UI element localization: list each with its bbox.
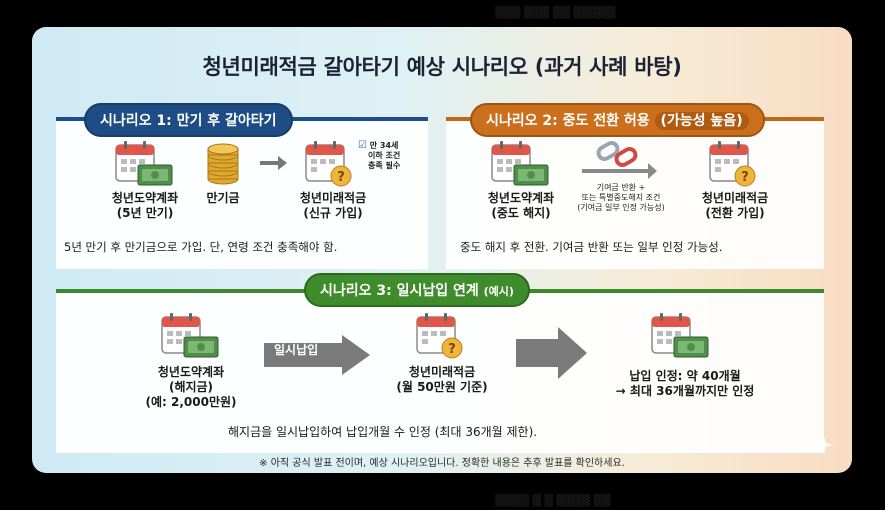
s3-item2-label: 청년미래적금 (월 50만원 기준) (386, 365, 498, 395)
s2-item2-line1: 청년미래적금 (701, 191, 769, 205)
scenario3-badge: 시나리오 3: 일시납입 연계 (예시) (304, 273, 530, 307)
scenario2-panel (446, 117, 824, 269)
s3-item2-line2: (월 50만원 기준) (396, 380, 488, 394)
s3-result-label: 납입 인정: 약 40개월 → 최대 36개월까지만 인정 (600, 369, 770, 399)
lump-sum-arrow-label: 일시납입 (274, 343, 319, 357)
s1-note-line2: 이하 조건 (368, 151, 401, 160)
big-arrow-right-icon (516, 327, 587, 379)
s2-item2-label: 청년미래적금 (전환 가입) (686, 191, 784, 221)
s1-item1-line2: (5년 만기) (116, 206, 174, 220)
checkbox-icon: ☑ (358, 140, 367, 151)
scenario1-badge: 시나리오 1: 만기 후 갈아타기 (84, 103, 293, 137)
calendar-money-icon (651, 313, 709, 358)
calendar-money-icon (161, 313, 219, 358)
s3-result-line1: 납입 인정: 약 40개월 (629, 369, 741, 383)
s2-middle-line2: 또는 특별중도해지 조건 (581, 193, 661, 202)
arrow-right-icon (264, 335, 370, 375)
coin-stack-icon (207, 143, 239, 185)
calendar-question-icon: ? (709, 141, 756, 187)
s3-item1-line2: (해지금) (168, 380, 214, 394)
calendar-money-icon (491, 141, 549, 186)
infographic-card: 청년미래적금 갈아타기 예상 시나리오 (과거 사례 바탕) 시나리오 1: 만… (32, 27, 852, 473)
s2-item1-label: 청년도약계좌 (중도 해지) (472, 191, 570, 221)
s1-item2-label: 만기금 (206, 191, 240, 205)
s1-sentence: 5년 만기 후 만기금으로 가입. 단, 연령 조건 충족해야 함. (64, 240, 338, 254)
s2-item1-line2: (중도 해지) (491, 206, 551, 220)
s1-item3-line1: 청년미래적금 (299, 191, 367, 205)
svg-text:?: ? (448, 342, 456, 357)
calendar-question-icon: ? (416, 313, 463, 359)
s1-condition-note: ☑ 만 34세 이하 조건 충족 필수 (358, 141, 400, 171)
s1-item1-label: 청년도약계좌 (5년 만기) (96, 191, 194, 221)
footnote: ※ 아직 공식 발표 전이며, 예상 시나리오입니다. 정확한 내용은 추후 발… (259, 458, 625, 469)
calendar-question-icon: ? (305, 141, 352, 187)
s2-middle-line1: 기여금 반환 + (596, 183, 646, 192)
s3-result-line2: → 최대 36개월까지만 인정 (615, 384, 755, 398)
s3-item1-line1: 청년도약계좌 (157, 365, 225, 379)
background-ghost-text-top: ▓▓▓ ▓▓▓ ▓▓ ▓▓▓▓▓ (495, 6, 616, 19)
scenario2-badge: 시나리오 2: 중도 전환 허용 (가능성 높음) (470, 103, 765, 137)
sparkle-icon (814, 435, 834, 455)
s1-item3-label: 청년미래적금 (신규 가입) (284, 191, 382, 221)
scenario3-badge-small: (예시) (483, 285, 514, 298)
s2-middle-line3: (기여금 일부 인정 가능성) (577, 203, 665, 212)
s1-item3-line2: (신규 가입) (303, 206, 363, 220)
s2-item1-line1: 청년도약계좌 (487, 191, 555, 205)
background-ghost-text-bottom: ▓▓▓▓ ▓ ▓ ▓▓▓▓ ▓▓ (495, 494, 611, 507)
s2-sentence: 중도 해지 후 전환. 기여금 반환 또는 일부 인정 가능성. (460, 240, 723, 254)
s1-note-line1: 만 34세 (369, 141, 399, 150)
svg-text:?: ? (741, 170, 749, 185)
s1-item1-line1: 청년도약계좌 (111, 191, 179, 205)
broken-chain-icon (582, 141, 657, 179)
page-title: 청년미래적금 갈아타기 예상 시나리오 (과거 사례 바탕) (202, 55, 682, 79)
s3-item1-label: 청년도약계좌 (해지금) (예: 2,000만원) (132, 365, 250, 410)
scenario3-badge-main: 시나리오 3: 일시납입 연계 (320, 283, 479, 299)
s3-item2-line1: 청년미래적금 (408, 365, 476, 379)
svg-text:?: ? (337, 170, 345, 185)
s2-middle-caption: 기여금 반환 + 또는 특별중도해지 조건 (기여금 일부 인정 가능성) (566, 183, 676, 213)
s1-note-line3: 충족 필수 (368, 161, 401, 170)
s2-item2-line2: (전환 가입) (705, 206, 765, 220)
lump-sum-arrow: 일시납입 (264, 335, 372, 375)
s3-item1-line3: (예: 2,000만원) (145, 395, 237, 409)
s3-sentence: 해지금을 일시납입하여 납입개월 수 인정 (최대 36개월 제한). (228, 425, 538, 439)
calendar-money-icon (115, 141, 173, 186)
scenario2-badge-highlight: (가능성 높음) (654, 112, 749, 130)
scenario2-badge-main: 시나리오 2: 중도 전환 허용 (486, 113, 650, 129)
arrow-right-icon (260, 156, 287, 170)
